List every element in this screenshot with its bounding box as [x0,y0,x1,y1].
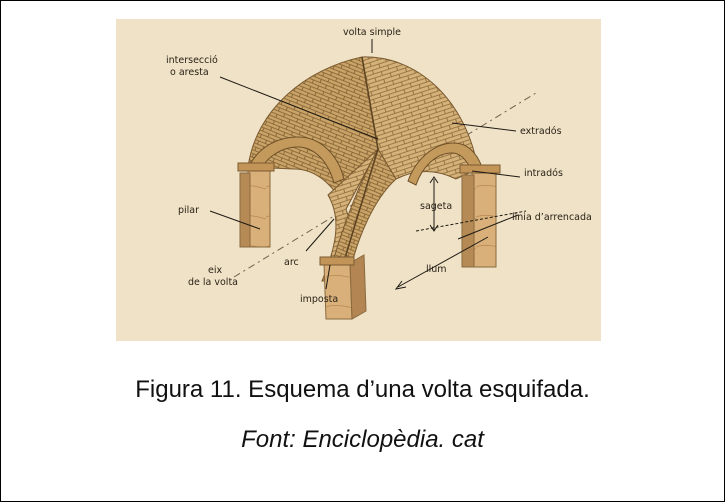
vault-diagram: volta simple intersecció o aresta extrad… [116,19,601,341]
left-pier [248,169,270,247]
label-sageta: sageta [420,201,452,212]
label-interseccio-line2: o aresta [170,67,209,78]
left-impost [238,163,274,171]
label-volta-simple: volta simple [343,27,401,38]
figure-source: Font: Enciclopèdia. cat [1,426,724,454]
label-linia-arrencada: línia d’arrencada [512,212,592,223]
label-pilar: pilar [178,205,199,216]
label-interseccio-line1: intersecció [166,55,218,66]
label-arc: arc [284,257,299,268]
front-impost [320,257,354,265]
groin-vault-illustration: volta simple intersecció o aresta extrad… [116,19,601,341]
leader-arc [306,219,334,251]
label-eix-line2: de la volta [188,277,238,288]
label-extrados: extradós [520,126,562,137]
figure-caption: Figura 11. Esquema d’una volta esquifada… [1,376,724,404]
label-imposta: imposta [300,294,338,305]
right-pier [472,171,496,267]
label-llum: llum [426,264,447,275]
front-pier [324,263,352,319]
left-pier-side [240,173,250,247]
label-intrados: intradós [524,168,563,179]
label-eix-line1: eix [208,265,222,276]
